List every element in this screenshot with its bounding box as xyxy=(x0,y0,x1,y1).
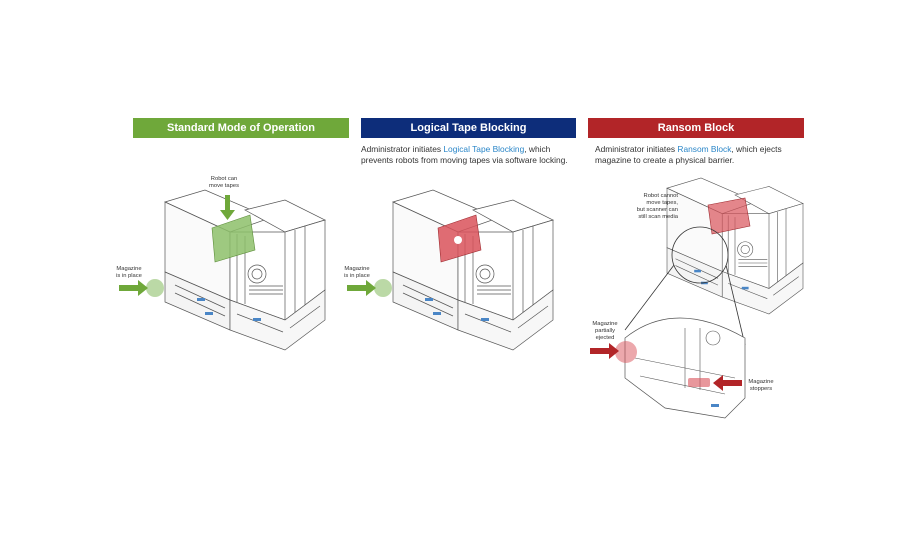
description-ransom-block: Administrator initiates Ransom Block, wh… xyxy=(595,144,795,166)
zoom-line xyxy=(725,264,746,346)
tape-library-machine xyxy=(666,177,804,315)
magazine-arrow xyxy=(590,348,610,354)
panel-ransom-block: Ransom Block Administrator initiates Ran… xyxy=(588,118,804,166)
header-ransom-block: Ransom Block xyxy=(588,118,804,138)
magazine-arrow-head xyxy=(138,280,148,296)
description-text: Administrator initiates xyxy=(361,144,444,154)
header-logical-tape-blocking: Logical Tape Blocking xyxy=(361,118,576,138)
robot-cannot-move-label: Robot cannot move tapes, but scanner can… xyxy=(636,193,678,220)
robot-can-move-label: Robot can move tapes xyxy=(209,176,239,189)
lock-icon xyxy=(454,236,462,244)
magazine-arrow xyxy=(119,285,139,291)
magazine-stoppers-label: Magazine stoppers xyxy=(748,379,774,392)
robot-arrow xyxy=(225,195,230,211)
magazine-arrow-head xyxy=(366,280,376,296)
description-text: , which ejects magazine to create a phys… xyxy=(595,144,782,165)
magazine-ejected-highlight xyxy=(615,341,637,363)
ransom-block-link[interactable]: Ransom Block xyxy=(677,144,732,154)
tape-library-machine xyxy=(164,189,326,351)
description-text: , which prevents robots from moving tape… xyxy=(361,144,568,165)
zoom-line xyxy=(624,264,675,331)
panel-standard-mode: Standard Mode of Operation xyxy=(133,118,349,138)
magazine-highlight xyxy=(146,279,164,297)
magazine-partially-ejected-label: Magazine partially ejected xyxy=(592,321,618,341)
robot-locked-highlight xyxy=(437,214,482,263)
magazine-arrow xyxy=(347,285,367,291)
magazine-in-place-label: Magazine is in place xyxy=(116,266,142,279)
magazine-highlight xyxy=(374,279,392,297)
header-standard-mode: Standard Mode of Operation xyxy=(133,118,349,138)
stoppers-highlight xyxy=(688,378,710,387)
zoom-circle xyxy=(671,226,729,284)
description-text: Administrator initiates xyxy=(595,144,678,154)
description-logical-tape-blocking: Administrator initiates Logical Tape Blo… xyxy=(361,144,573,166)
magazine-in-place-label: Magazine is in place xyxy=(344,266,370,279)
robot-arrow-head xyxy=(220,210,235,220)
panel-logical-tape-blocking: Logical Tape Blocking Administrator init… xyxy=(361,118,576,166)
stoppers-arrow-head xyxy=(713,375,723,391)
robot-highlight xyxy=(211,214,256,263)
robot-blocked-highlight xyxy=(707,197,751,235)
magazine-arrow-head xyxy=(609,343,619,359)
zoomed-magazine-view xyxy=(624,317,746,419)
logical-tape-blocking-link[interactable]: Logical Tape Blocking xyxy=(443,144,525,154)
stoppers-arrow xyxy=(722,380,742,386)
tape-library-machine xyxy=(392,189,554,351)
